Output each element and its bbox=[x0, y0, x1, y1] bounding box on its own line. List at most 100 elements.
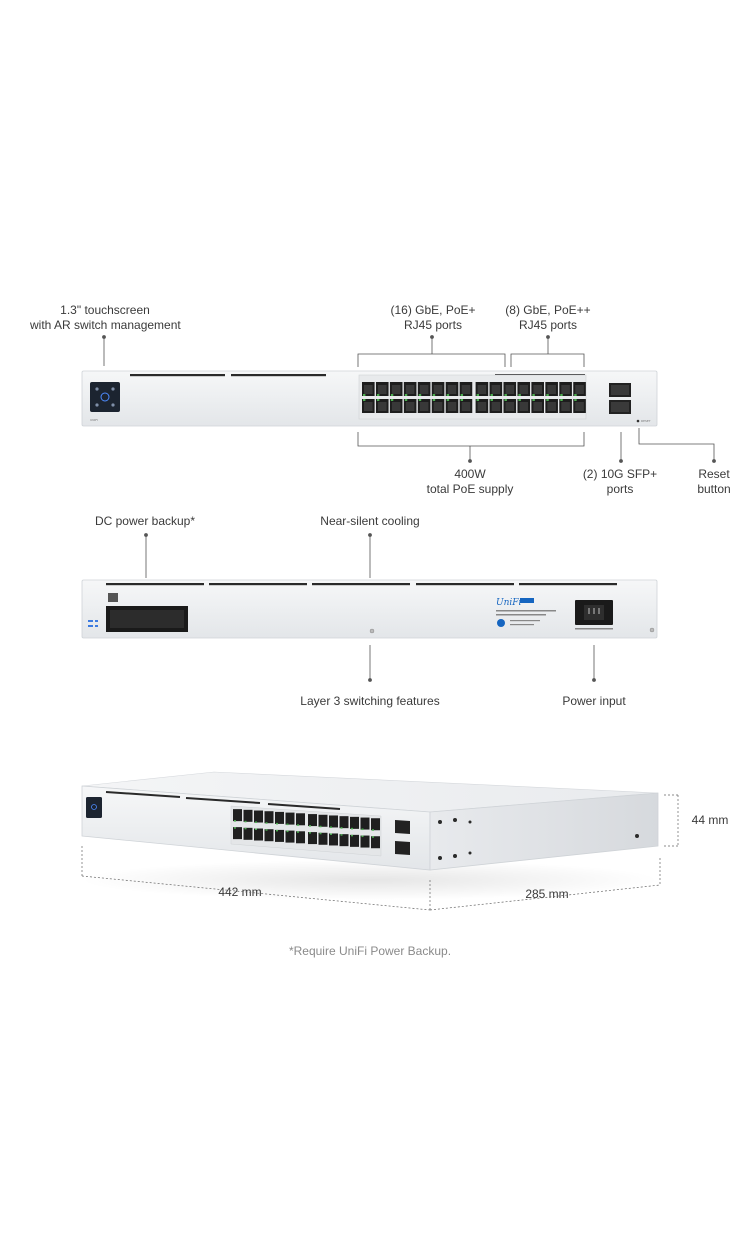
rj45-port[interactable] bbox=[475, 382, 489, 396]
perspective-rj45-port[interactable] bbox=[233, 809, 242, 822]
perspective-rj45-port[interactable] bbox=[275, 829, 284, 842]
rj45-port[interactable] bbox=[362, 399, 375, 413]
rj45-port[interactable] bbox=[431, 399, 445, 413]
rj45-port[interactable] bbox=[475, 399, 489, 413]
qr-code bbox=[108, 593, 118, 602]
perspective-rj45-port[interactable] bbox=[243, 827, 253, 840]
rj45-port[interactable] bbox=[517, 382, 531, 396]
footnote: *Require UniFi Power Backup. bbox=[288, 944, 452, 958]
rear-chassis bbox=[81, 579, 658, 639]
rj45-port[interactable] bbox=[459, 399, 473, 413]
port-led bbox=[340, 834, 343, 836]
front-view: UNIFI RESET bbox=[81, 335, 716, 463]
rear-brand-text: UniFi bbox=[496, 598, 522, 608]
port-led bbox=[340, 827, 343, 829]
perspective-rj45-port[interactable] bbox=[318, 814, 328, 827]
rear-spec-lines bbox=[496, 610, 556, 626]
layer3-label: Layer 3 switching features bbox=[300, 694, 440, 708]
perspective-sfp-2[interactable] bbox=[395, 841, 410, 855]
rj45-port[interactable] bbox=[573, 382, 586, 396]
rj45-port[interactable] bbox=[545, 382, 558, 396]
perspective-rj45-port[interactable] bbox=[339, 816, 349, 829]
perspective-rj45-port[interactable] bbox=[264, 811, 274, 824]
perspective-rj45-port[interactable] bbox=[243, 809, 253, 822]
rj45-port[interactable] bbox=[559, 382, 572, 396]
port-led bbox=[255, 828, 257, 831]
rj45-port[interactable] bbox=[417, 399, 431, 413]
perspective-rj45-port[interactable] bbox=[254, 810, 263, 823]
perspective-rj45-port[interactable] bbox=[285, 812, 295, 825]
perspective-rj45-port[interactable] bbox=[371, 818, 380, 831]
perspective-rj45-port[interactable] bbox=[339, 834, 349, 847]
rj45-port[interactable] bbox=[559, 399, 572, 413]
port-led bbox=[234, 827, 236, 829]
perspective-touchscreen[interactable] bbox=[86, 797, 102, 818]
rj45-port[interactable] bbox=[517, 399, 531, 413]
rj45-port[interactable] bbox=[431, 382, 445, 396]
sfp-label: (2) 10G SFP+ ports bbox=[582, 467, 658, 496]
perspective-rj45-port[interactable] bbox=[318, 832, 328, 845]
rj45-port[interactable] bbox=[489, 382, 503, 396]
perspective-rj45-port[interactable] bbox=[296, 831, 305, 844]
port-led bbox=[309, 832, 311, 834]
touchscreen[interactable] bbox=[90, 382, 120, 412]
port-led bbox=[351, 827, 353, 830]
perspective-rj45-port[interactable] bbox=[308, 832, 317, 845]
power-input-label: Power input bbox=[562, 694, 626, 708]
perspective-view bbox=[80, 771, 680, 912]
perspective-rj45-port[interactable] bbox=[329, 815, 338, 828]
rj45-port[interactable] bbox=[389, 399, 403, 413]
port-led bbox=[330, 826, 332, 828]
rj45-port[interactable] bbox=[445, 399, 459, 413]
rj45-port[interactable] bbox=[459, 382, 473, 396]
perspective-rj45-port[interactable] bbox=[275, 811, 284, 824]
device-shadow bbox=[80, 860, 660, 900]
perspective-rj45-port[interactable] bbox=[296, 813, 305, 826]
sfp-port-2[interactable] bbox=[609, 400, 631, 414]
gbe-poe-plus-label: (16) GbE, PoE+ RJ45 ports bbox=[390, 303, 476, 332]
perspective-rj45-port[interactable] bbox=[308, 814, 317, 827]
rj45-port[interactable] bbox=[503, 399, 517, 413]
rj45-port[interactable] bbox=[573, 399, 586, 413]
reset-button[interactable] bbox=[636, 419, 640, 423]
reset-label: Reset button bbox=[697, 467, 731, 496]
front-leader-lines bbox=[102, 335, 716, 463]
rear-led-indicators bbox=[88, 620, 98, 627]
rj45-port[interactable] bbox=[545, 399, 558, 413]
screen-brand-text: UNIFI bbox=[90, 418, 98, 422]
perspective-sfp-1[interactable] bbox=[395, 820, 410, 834]
perspective-rj45-port[interactable] bbox=[350, 816, 359, 829]
perspective-rj45-port[interactable] bbox=[360, 835, 370, 848]
perspective-rj45-port[interactable] bbox=[233, 827, 242, 840]
rj45-port[interactable] bbox=[531, 382, 544, 396]
rj45-port[interactable] bbox=[375, 399, 389, 413]
rear-view: UniFi bbox=[81, 533, 658, 682]
perspective-rj45-port[interactable] bbox=[360, 817, 370, 830]
perspective-rj45-port[interactable] bbox=[254, 828, 263, 841]
port-led bbox=[361, 828, 364, 831]
touchscreen-label: 1.3" touchscreen with AR switch manageme… bbox=[30, 303, 181, 332]
perspective-rj45-port[interactable] bbox=[264, 829, 274, 842]
rj45-port[interactable] bbox=[362, 382, 375, 396]
rj45-port[interactable] bbox=[403, 382, 417, 396]
rj45-port[interactable] bbox=[403, 399, 417, 413]
port-led bbox=[265, 822, 268, 824]
rj45-port[interactable] bbox=[445, 382, 459, 396]
rj45-port[interactable] bbox=[531, 399, 544, 413]
sfp-port-1[interactable] bbox=[609, 383, 631, 397]
port-led bbox=[330, 833, 332, 835]
power-input-socket[interactable] bbox=[575, 600, 613, 625]
perspective-rj45-port[interactable] bbox=[285, 830, 295, 843]
rj45-port[interactable] bbox=[489, 399, 503, 413]
perspective-rj45-port[interactable] bbox=[371, 836, 380, 849]
rj45-port[interactable] bbox=[417, 382, 431, 396]
perspective-rj45-port[interactable] bbox=[329, 833, 338, 846]
port-led bbox=[276, 822, 278, 825]
rj45-port[interactable] bbox=[389, 382, 403, 396]
rear-screw-center bbox=[369, 628, 375, 634]
power-rating-text bbox=[575, 628, 613, 630]
rj45-port[interactable] bbox=[375, 382, 389, 396]
rj45-port[interactable] bbox=[503, 382, 517, 396]
perspective-rj45-port[interactable] bbox=[350, 834, 359, 847]
port-led bbox=[255, 821, 257, 824]
